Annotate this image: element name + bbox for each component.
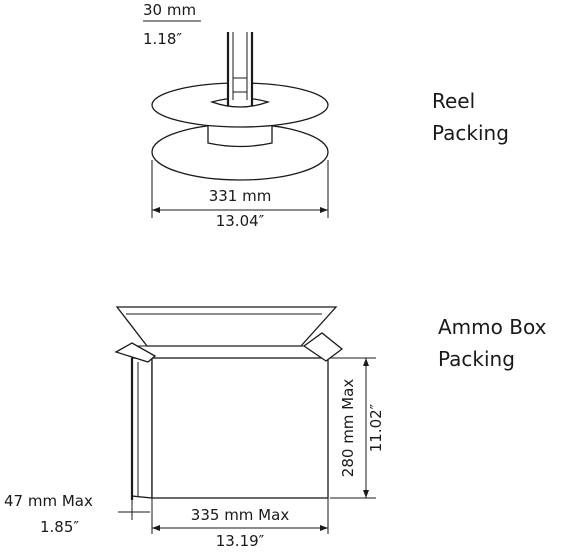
ammo-box-height-in: 11.02″ bbox=[367, 403, 385, 452]
ammo-box-width-in: 13.19″ bbox=[216, 532, 265, 550]
reel-tape bbox=[228, 32, 252, 104]
ammo-box-depth-in: 1.85″ bbox=[40, 518, 79, 536]
reel-tape-width-mm: 30 mm bbox=[143, 1, 196, 19]
reel-tape-width-in: 1.18″ bbox=[143, 30, 182, 48]
reel-caption-line1: Reel bbox=[432, 89, 475, 113]
ammo-box-width-mm: 335 mm Max bbox=[191, 506, 290, 524]
ammo-box-depth-mm: 47 mm Max bbox=[4, 492, 93, 510]
ammo-box-front-face bbox=[151, 357, 329, 499]
reel-diameter-in: 13.04″ bbox=[216, 212, 265, 230]
ammo-box-back-flap bbox=[115, 306, 338, 347]
ammo-box-height-mm: 280 mm Max bbox=[339, 379, 357, 478]
ammo-box-left-flap bbox=[114, 342, 157, 363]
ammo-box-caption-line2: Packing bbox=[438, 347, 515, 371]
reel-hub bbox=[207, 121, 273, 148]
ammo-box-drawing bbox=[114, 306, 376, 534]
ammo-box-caption-line1: Ammo Box bbox=[438, 315, 547, 339]
ammo-box-side-panel bbox=[131, 357, 153, 499]
reel-diameter-mm: 331 mm bbox=[209, 187, 272, 205]
ammo-box-right-flap bbox=[302, 332, 344, 362]
reel-caption-line2: Packing bbox=[432, 121, 509, 145]
reel-drawing bbox=[151, 32, 329, 218]
